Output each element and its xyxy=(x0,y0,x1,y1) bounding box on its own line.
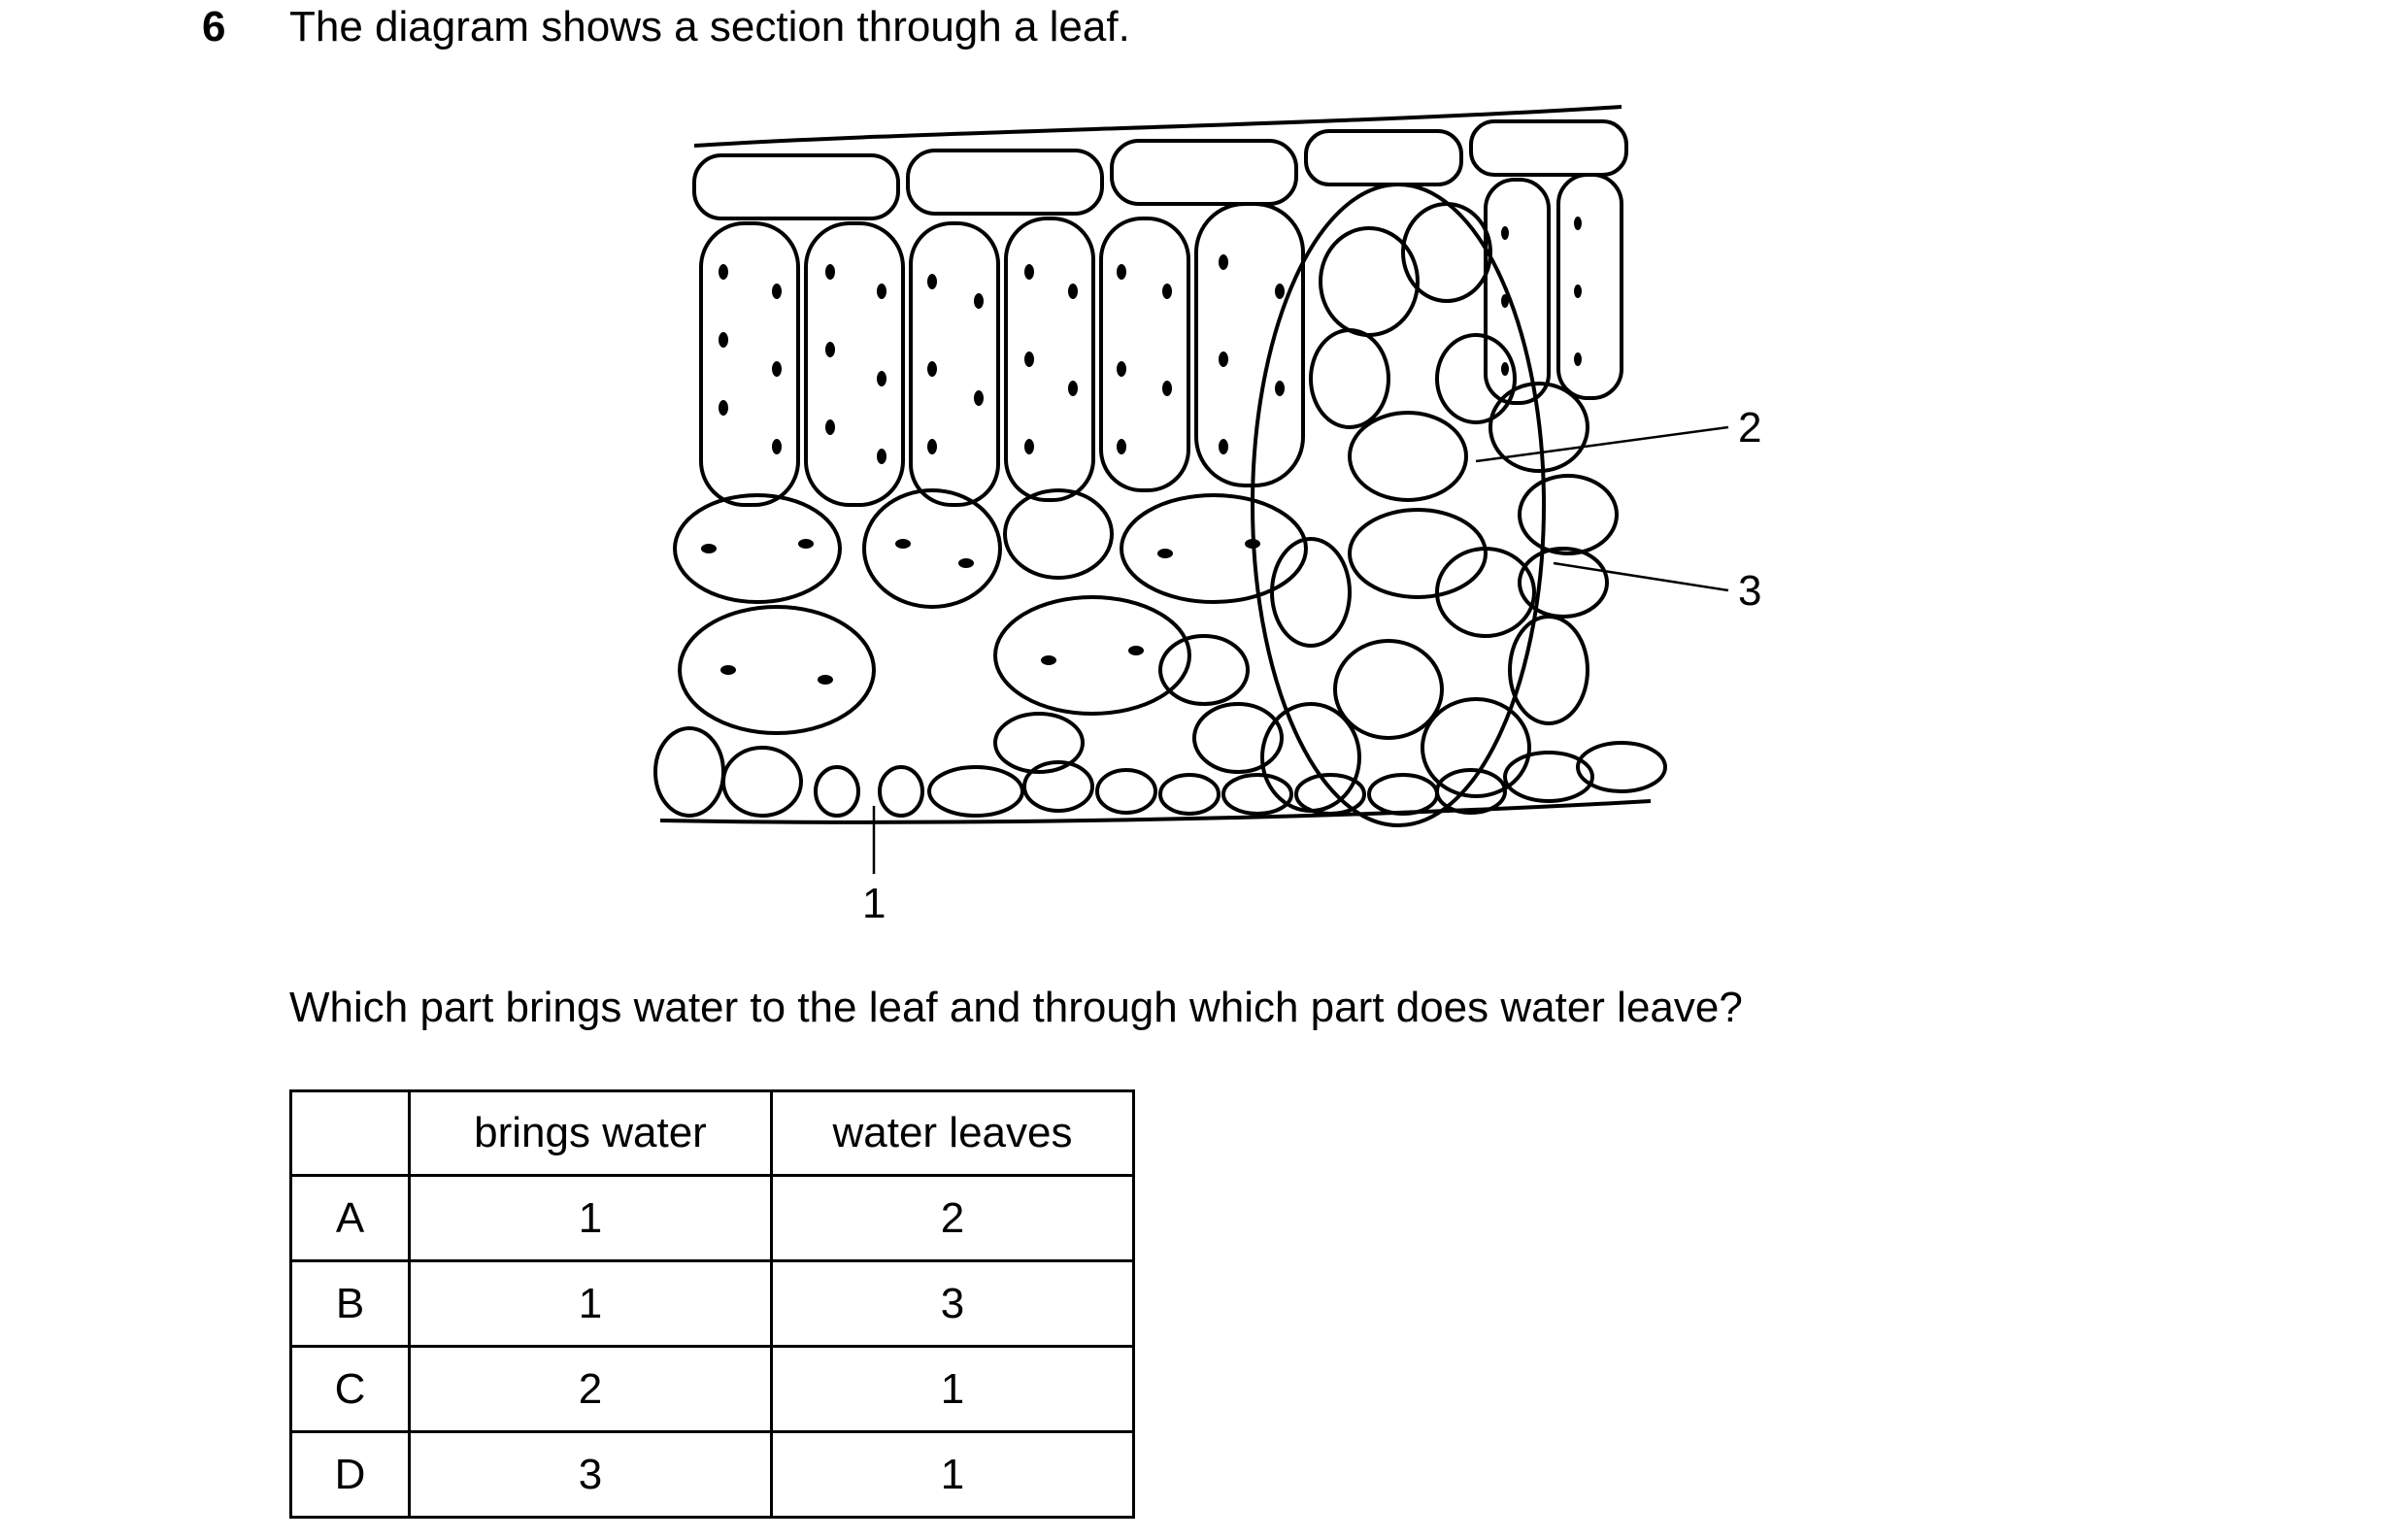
lower-epidermis-cell xyxy=(1158,773,1221,816)
lower-epidermis-cell xyxy=(1435,768,1507,815)
header-brings-water: brings water xyxy=(408,1089,773,1177)
palisade-cell xyxy=(804,221,905,507)
palisade-cell xyxy=(1194,202,1305,487)
question-number: 6 xyxy=(202,3,226,50)
brings-water-cell: 3 xyxy=(408,1430,773,1519)
water-leaves-cell: 1 xyxy=(770,1345,1135,1433)
xylem-region xyxy=(1348,411,1468,502)
water-leaves-cell: 3 xyxy=(770,1259,1135,1348)
option-letter: C xyxy=(289,1345,411,1433)
upper-epidermis-cell xyxy=(1304,129,1463,186)
label-2: 2 xyxy=(1738,404,1761,452)
lower-epidermis-cell xyxy=(1367,773,1439,816)
lower-epidermis xyxy=(653,726,1667,824)
spongy-layer xyxy=(673,382,1619,774)
spongy-cell xyxy=(862,488,1002,609)
question-prompt: Which part brings water to the leaf and … xyxy=(289,984,1743,1031)
chloroplasts xyxy=(701,217,1582,685)
vein-outline xyxy=(1251,183,1546,827)
leaf-section-diagram: 1 2 3 xyxy=(653,105,1761,927)
palisade-cell xyxy=(699,221,800,507)
table-row: C 2 1 xyxy=(289,1345,1135,1433)
spongy-cell xyxy=(1192,702,1284,774)
lower-epidermis-cell xyxy=(1022,760,1094,813)
palisade-cell xyxy=(1484,178,1551,405)
palisade-cell xyxy=(1004,217,1095,502)
upper-epidermis-cell xyxy=(1110,139,1298,206)
brings-water-cell: 2 xyxy=(408,1345,773,1433)
brings-water-cell: 1 xyxy=(408,1174,773,1262)
spongy-cell xyxy=(993,595,1191,716)
table-header-row: brings water water leaves xyxy=(289,1089,1135,1177)
option-letter: B xyxy=(289,1259,411,1348)
upper-epidermis-cell xyxy=(906,149,1104,216)
upper-epidermis-cell xyxy=(692,153,900,220)
table-row: B 1 3 xyxy=(289,1259,1135,1348)
spongy-cell xyxy=(1488,382,1589,473)
option-letter: D xyxy=(289,1430,411,1519)
lower-epidermis-cell xyxy=(721,746,803,818)
header-blank xyxy=(289,1089,411,1177)
spongy-cell xyxy=(1518,474,1619,555)
palisade-cell xyxy=(1556,173,1623,400)
lower-epidermis-cell xyxy=(927,765,1024,818)
spongy-cell xyxy=(1508,615,1589,725)
label-1: 1 xyxy=(862,880,886,927)
lower-epidermis-cell xyxy=(1221,773,1293,816)
brings-water-cell: 1 xyxy=(408,1259,773,1348)
lower-epidermis-cell xyxy=(1503,751,1594,803)
water-leaves-cell: 2 xyxy=(770,1174,1135,1262)
spongy-cell xyxy=(1120,493,1308,604)
palisade-layer xyxy=(699,173,1623,507)
upper-epidermis-cell xyxy=(1469,119,1628,177)
guard-cell xyxy=(878,765,924,818)
spongy-cell xyxy=(1158,634,1250,706)
guard-cell xyxy=(814,765,860,818)
spongy-cell xyxy=(1003,488,1114,580)
header-water-leaves: water leaves xyxy=(770,1089,1135,1177)
label-3-leader xyxy=(1553,561,1729,592)
palisade-cell xyxy=(1099,217,1190,492)
spongy-cell xyxy=(1518,547,1609,619)
label-2-leader xyxy=(1475,425,1729,463)
lower-cuticle xyxy=(659,799,1652,824)
vascular-bundle xyxy=(1251,183,1546,827)
lower-epidermis-cell xyxy=(1095,768,1157,815)
option-letter: A xyxy=(289,1174,411,1262)
table-row: D 3 1 xyxy=(289,1430,1135,1519)
lower-epidermis-cell xyxy=(1576,741,1667,793)
palisade-cell xyxy=(909,221,1000,507)
spongy-cell xyxy=(673,493,842,604)
water-leaves-cell: 1 xyxy=(770,1430,1135,1519)
spongy-cell xyxy=(678,605,876,735)
upper-cuticle xyxy=(693,105,1622,148)
question-stem: The diagram shows a section through a le… xyxy=(289,3,1130,50)
answer-options-table: brings water water leaves A 1 2 B 1 3 C … xyxy=(289,1089,1135,1519)
lower-epidermis-cell xyxy=(653,726,725,818)
table-row: A 1 2 xyxy=(289,1174,1135,1262)
phloem-region xyxy=(1348,508,1488,599)
spongy-cell xyxy=(993,712,1085,774)
label-3: 3 xyxy=(1738,567,1761,615)
